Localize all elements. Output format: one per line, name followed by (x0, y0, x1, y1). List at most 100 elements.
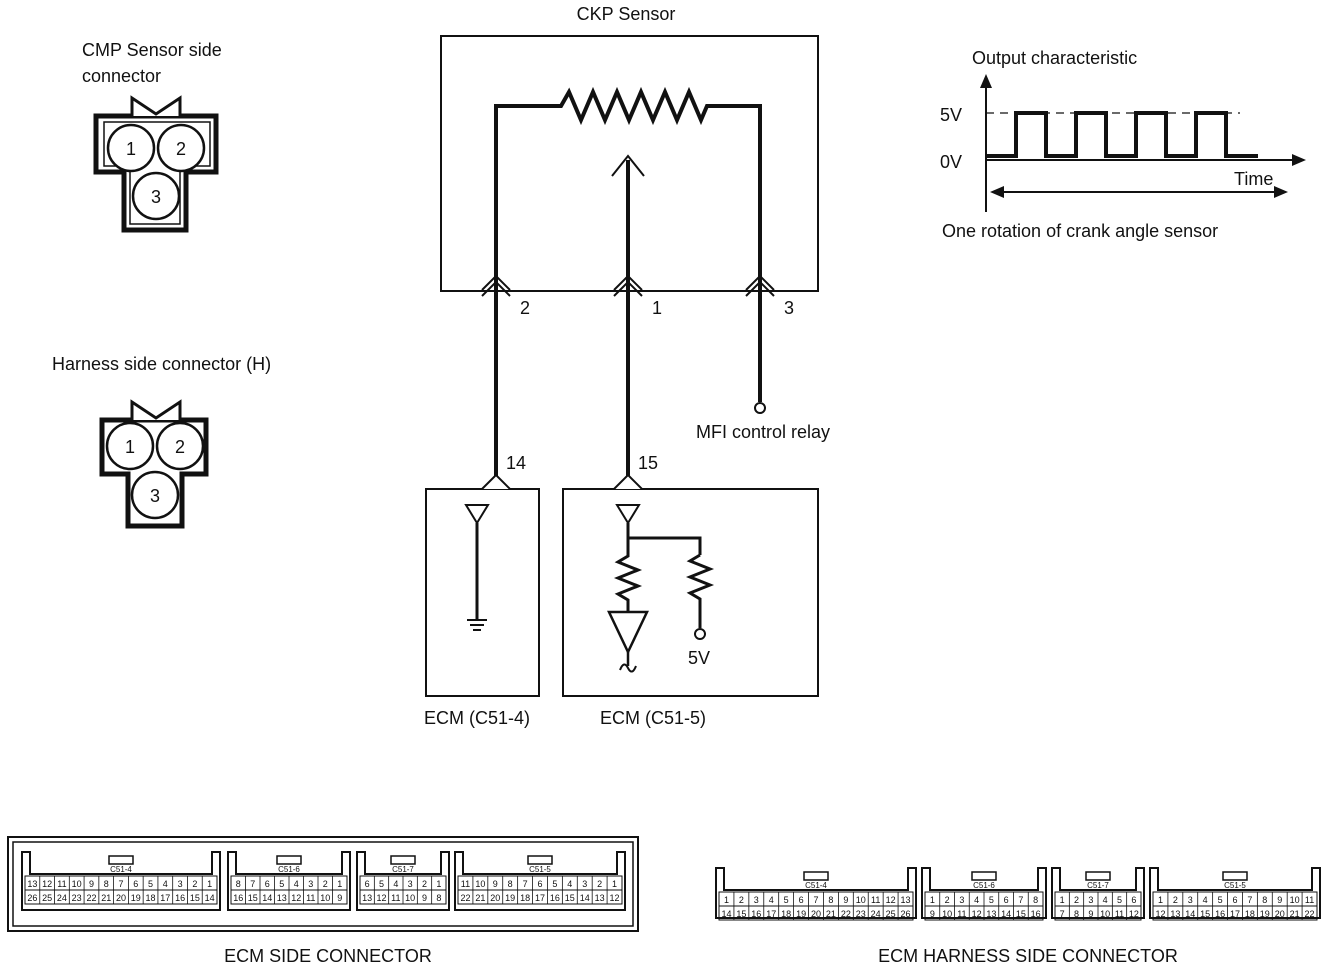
connector-block-name: C51-6 (278, 865, 300, 874)
connector-pin-number: 9 (89, 879, 94, 889)
terminal-icon (754, 402, 766, 414)
connector-pin-number: 6 (799, 895, 804, 905)
connector-pin-number: 16 (175, 893, 185, 903)
connector-pin-number: 10 (320, 893, 330, 903)
connector-pin-number: 1 (1060, 895, 1065, 905)
connector-pin-number: 4 (393, 879, 398, 889)
connector-pin-number: 15 (1016, 909, 1026, 919)
connector-pin-number: 17 (535, 893, 545, 903)
connector-block-name: C51-4 (110, 865, 132, 874)
mfi-relay-label: MFI control relay (696, 422, 830, 442)
connector-pin-number: 7 (1018, 895, 1023, 905)
connector-pin-number: 13 (362, 893, 372, 903)
connector-pin-number: 26 (901, 909, 911, 919)
connector-pin-number: 2 (1173, 895, 1178, 905)
cmp-pin-2: 2 (176, 139, 186, 159)
connector-pin-number: 7 (813, 895, 818, 905)
connector-pin-number: 9 (930, 909, 935, 919)
arrow-up-icon (611, 154, 645, 177)
connector-pin-number: 4 (294, 879, 299, 889)
output-chart-title: Output characteristic (972, 48, 1137, 68)
connector-pin-number: 5 (379, 879, 384, 889)
connector-pin-number: 4 (1203, 895, 1208, 905)
ecm-pin-15: 15 (638, 453, 658, 473)
connector-block-name: C51-4 (805, 881, 827, 890)
connector-pin-number: 21 (101, 893, 111, 903)
connector-latch-icon (108, 855, 134, 865)
connector-pin-number: 6 (537, 879, 542, 889)
connector-pin-number: 16 (1215, 909, 1225, 919)
connector-pin-number: 4 (974, 895, 979, 905)
connector-pin-number: 6 (1232, 895, 1237, 905)
connector-pin-number: 5 (279, 879, 284, 889)
connector-pin-number: 12 (42, 879, 52, 889)
connector-pin-number: 8 (1033, 895, 1038, 905)
connector-pin-number: 10 (1290, 895, 1300, 905)
connector-pin-number: 10 (1100, 909, 1110, 919)
connector-pin-number: 1 (1158, 895, 1163, 905)
connector-pin-number: 12 (1129, 909, 1139, 919)
connector-pin-number: 16 (550, 893, 560, 903)
signal-wave-icon (619, 663, 637, 673)
connector-pin-number: 24 (871, 909, 881, 919)
connector-pin-number: 3 (308, 879, 313, 889)
connector-pin-number: 13 (986, 909, 996, 919)
output-chart-time-label: Time (1234, 169, 1273, 189)
connector-pin-number: 17 (160, 893, 170, 903)
ckp-pin-2: 2 (520, 298, 530, 318)
connector-pin-number: 2 (1074, 895, 1079, 905)
connector-latch-icon (1085, 871, 1111, 881)
connector-pin-number: 11 (871, 895, 880, 905)
connector-pin-number: 8 (436, 893, 441, 903)
connector-pin-number: 14 (721, 909, 731, 919)
connector-latch-icon (130, 95, 182, 116)
connector-pin-number: 20 (1275, 909, 1285, 919)
connector-pin-number: 14 (1001, 909, 1011, 919)
connector-pin-number: 5 (552, 879, 557, 889)
ecm-side-connector-caption: ECM SIDE CONNECTOR (224, 946, 432, 966)
connector-block-name: C51-6 (973, 881, 995, 890)
connector-pin-number: 1 (337, 879, 342, 889)
connector-pin-number: 9 (337, 893, 342, 903)
ecm-c51-4-block: 14 ECM (C51-4) (424, 453, 540, 728)
output-chart-low-label: 0V (940, 152, 962, 172)
connector-pin-number: 12 (972, 909, 982, 919)
connector-block-name: C51-5 (1224, 881, 1246, 890)
connector-pin-number: 20 (116, 893, 126, 903)
ecm-c51-4-label: ECM (C51-4) (424, 708, 530, 728)
connector-pin-number: 19 (1260, 909, 1270, 919)
connector-pin-number: 9 (422, 893, 427, 903)
ecm-5v-supply-label: 5V (688, 648, 710, 668)
connector-pin-number: 3 (1088, 895, 1093, 905)
ckp-pin-3: 3 (784, 298, 794, 318)
ckp-sensor-title: CKP Sensor (577, 4, 676, 24)
connector-pin-number: 19 (131, 893, 141, 903)
connector-pin-number: 4 (769, 895, 774, 905)
output-chart-high-label: 5V (940, 105, 962, 125)
harness-pin-3: 3 (150, 486, 160, 506)
connector-pin-number: 3 (408, 879, 413, 889)
connector-pin-number: 7 (1060, 909, 1065, 919)
ckp-sensor: CKP Sensor 2 1 3 (440, 4, 819, 318)
harness-side-connector: Harness side connector (H) 1 2 3 (52, 354, 271, 529)
connector-pin-number: 20 (490, 893, 500, 903)
cmp-sensor-connector: CMP Sensor side connector 1 2 3 (82, 40, 222, 233)
connector-pin-number: 9 (1088, 909, 1093, 919)
cmp-pin-3: 3 (151, 187, 161, 207)
connector-block-name: C51-7 (1087, 881, 1109, 890)
connector-pin-number: 9 (493, 879, 498, 889)
connector-pin-number: 8 (1074, 909, 1079, 919)
connector-pin-number: 18 (1245, 909, 1255, 919)
connector-pin-number: 12 (886, 895, 896, 905)
buffer-triangle-icon (464, 504, 490, 525)
connector-latch-icon (1222, 871, 1248, 881)
